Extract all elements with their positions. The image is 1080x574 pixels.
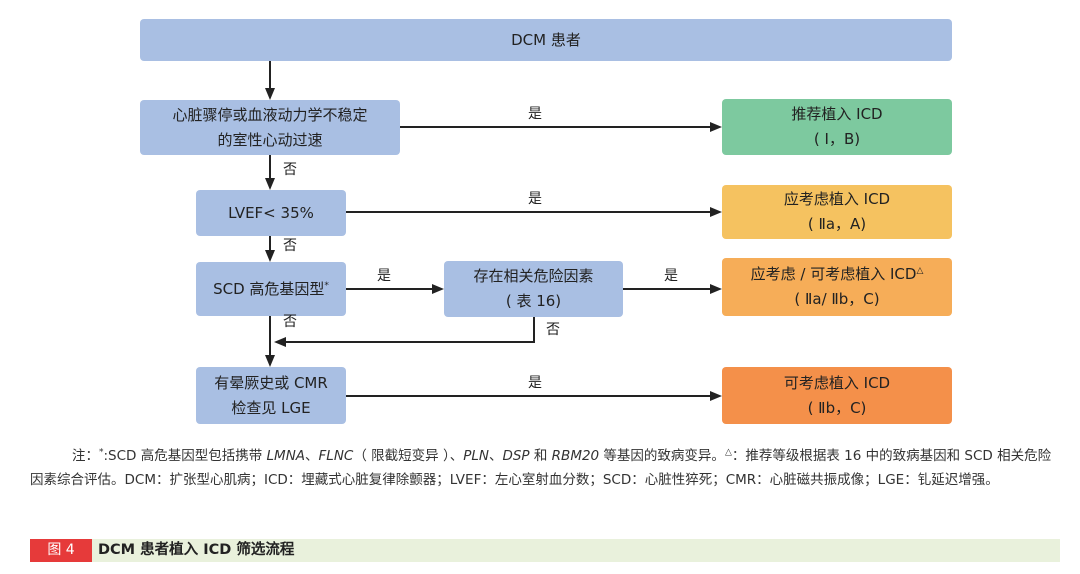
gene-pln: PLN [463,448,489,464]
connector-q1-q2 [269,155,271,178]
triangle-mark: △ [916,266,924,276]
footnote-text-4: ：推荐等级根据表 16 中的致病基因和 SCD 相关危险因素综合评估。DCM：扩… [30,448,1052,488]
gene-rbm20: RBM20 [551,448,600,464]
result-class-iib: 可考虑植入 ICD ( Ⅱb，C) [722,367,952,424]
label-no-1: 否 [283,162,297,178]
connector-q3b-r3 [623,288,710,290]
footnote-text-2: （ 限截短变异 ）、 [353,448,464,464]
footnote: 注：*:SCD 高危基因型包括携带 LMNA、FLNC（ 限截短变异 ）、PLN… [30,444,1060,492]
decision-lvef-label: LVEF< 35% [228,203,314,222]
result-class-iia-line1: 应考虑植入 ICD [783,190,891,208]
figure-number-tag: 图 4 [30,539,92,562]
decision-syncope-lge-line2: 检查见 LGE [231,398,311,417]
footnote-sep-1: 、 [305,448,319,464]
decision-risk-factors-line1: 存在相关危险因素 [473,267,594,285]
connector-q1-r1 [400,126,710,128]
start-node: DCM 患者 [140,19,952,61]
figure-caption: DCM 患者植入 ICD 筛选流程 [98,542,295,558]
connector-q4-r4 [346,395,710,397]
label-no-2: 否 [283,238,297,254]
result-class-iia: 应考虑植入 ICD ( Ⅱa，A) [722,185,952,239]
label-yes-3: 是 [377,268,391,284]
footnote-prefix: 注： [72,448,99,464]
result-class-i-line2: ( Ⅰ，B) [813,130,861,148]
connector-q3-q3b [346,288,432,290]
connector-q2-q3 [269,236,271,250]
footnote-asterisk: * [99,447,104,458]
label-no-3: 否 [283,314,297,330]
gene-flnc: FLNC [318,448,354,464]
result-class-iib-line2: ( Ⅱb，C) [807,398,867,417]
asterisk-mark: * [324,280,329,291]
arrow-q2-r2 [710,207,722,217]
arrow-q3b-no [274,337,286,347]
start-node-label: DCM 患者 [511,30,581,49]
footnote-text-3: 等基因的致病变异。 [599,448,725,464]
footnote-triangle: △ [724,447,732,458]
connector-q3b-no-down [533,317,535,342]
decision-cardiac-arrest: 心脏骤停或血液动力学不稳定 的室性心动过速 [140,100,400,155]
decision-scd-genotype-label: SCD 高危基因型* [213,277,329,302]
decision-risk-factors: 存在相关危险因素 ( 表 16) [444,261,623,317]
result-class-iib-line1: 可考虑植入 ICD [783,373,891,392]
connector-q3b-no-left [286,341,535,343]
caption-bar [30,539,1060,562]
label-yes-1: 是 [528,106,542,122]
arrow-q1-q2 [265,178,275,190]
arrow-q2-q3 [265,250,275,262]
decision-cardiac-arrest-line2: 的室性心动过速 [217,130,323,149]
result-class-i-line1: 推荐植入 ICD [791,105,883,123]
decision-scd-genotype: SCD 高危基因型* [196,262,346,316]
footnote-sep-2: 、 [488,448,503,464]
arrow-q3b-r3 [710,284,722,294]
gene-dsp: DSP [502,448,530,464]
arrow-q1-r1 [710,122,722,132]
label-yes-4: 是 [664,268,678,284]
decision-cardiac-arrest-line1: 心脏骤停或血液动力学不稳定 [172,105,368,124]
connector-q2-r2 [346,211,710,213]
decision-lvef: LVEF< 35% [196,190,346,236]
label-yes-2: 是 [528,191,542,207]
result-class-iia-iib-line2: ( Ⅱa/ Ⅱb，C) [794,290,880,308]
result-class-iia-iib-line1: 应考虑 / 可考虑植入 ICD△ [751,262,924,287]
label-no-4: 否 [546,322,560,338]
arrow-q3-q4 [265,355,275,367]
decision-scd-genotype-text: SCD 高危基因型 [213,279,325,298]
footnote-text-1: :SCD 高危基因型包括携带 [103,448,267,464]
connector-q3-q4 [269,316,271,355]
result-class-iia-iib-text: 应考虑 / 可考虑植入 ICD [750,265,917,283]
footnote-and: 和 [529,448,552,464]
gene-lmna: LMNA [266,448,306,464]
arrow-q4-r4 [710,391,722,401]
arrow-start-q1 [265,88,275,100]
result-class-iia-iib: 应考虑 / 可考虑植入 ICD△ ( Ⅱa/ Ⅱb，C) [722,258,952,316]
result-class-iia-line2: ( Ⅱa，A) [807,215,867,233]
connector-start-q1 [269,61,271,88]
arrow-q3-q3b [432,284,444,294]
decision-risk-factors-line2: ( 表 16) [505,292,562,310]
decision-syncope-lge: 有晕厥史或 CMR 检查见 LGE [196,367,346,424]
result-class-i: 推荐植入 ICD ( Ⅰ，B) [722,99,952,155]
decision-syncope-lge-line1: 有晕厥史或 CMR [214,373,328,392]
label-yes-5: 是 [528,375,542,391]
